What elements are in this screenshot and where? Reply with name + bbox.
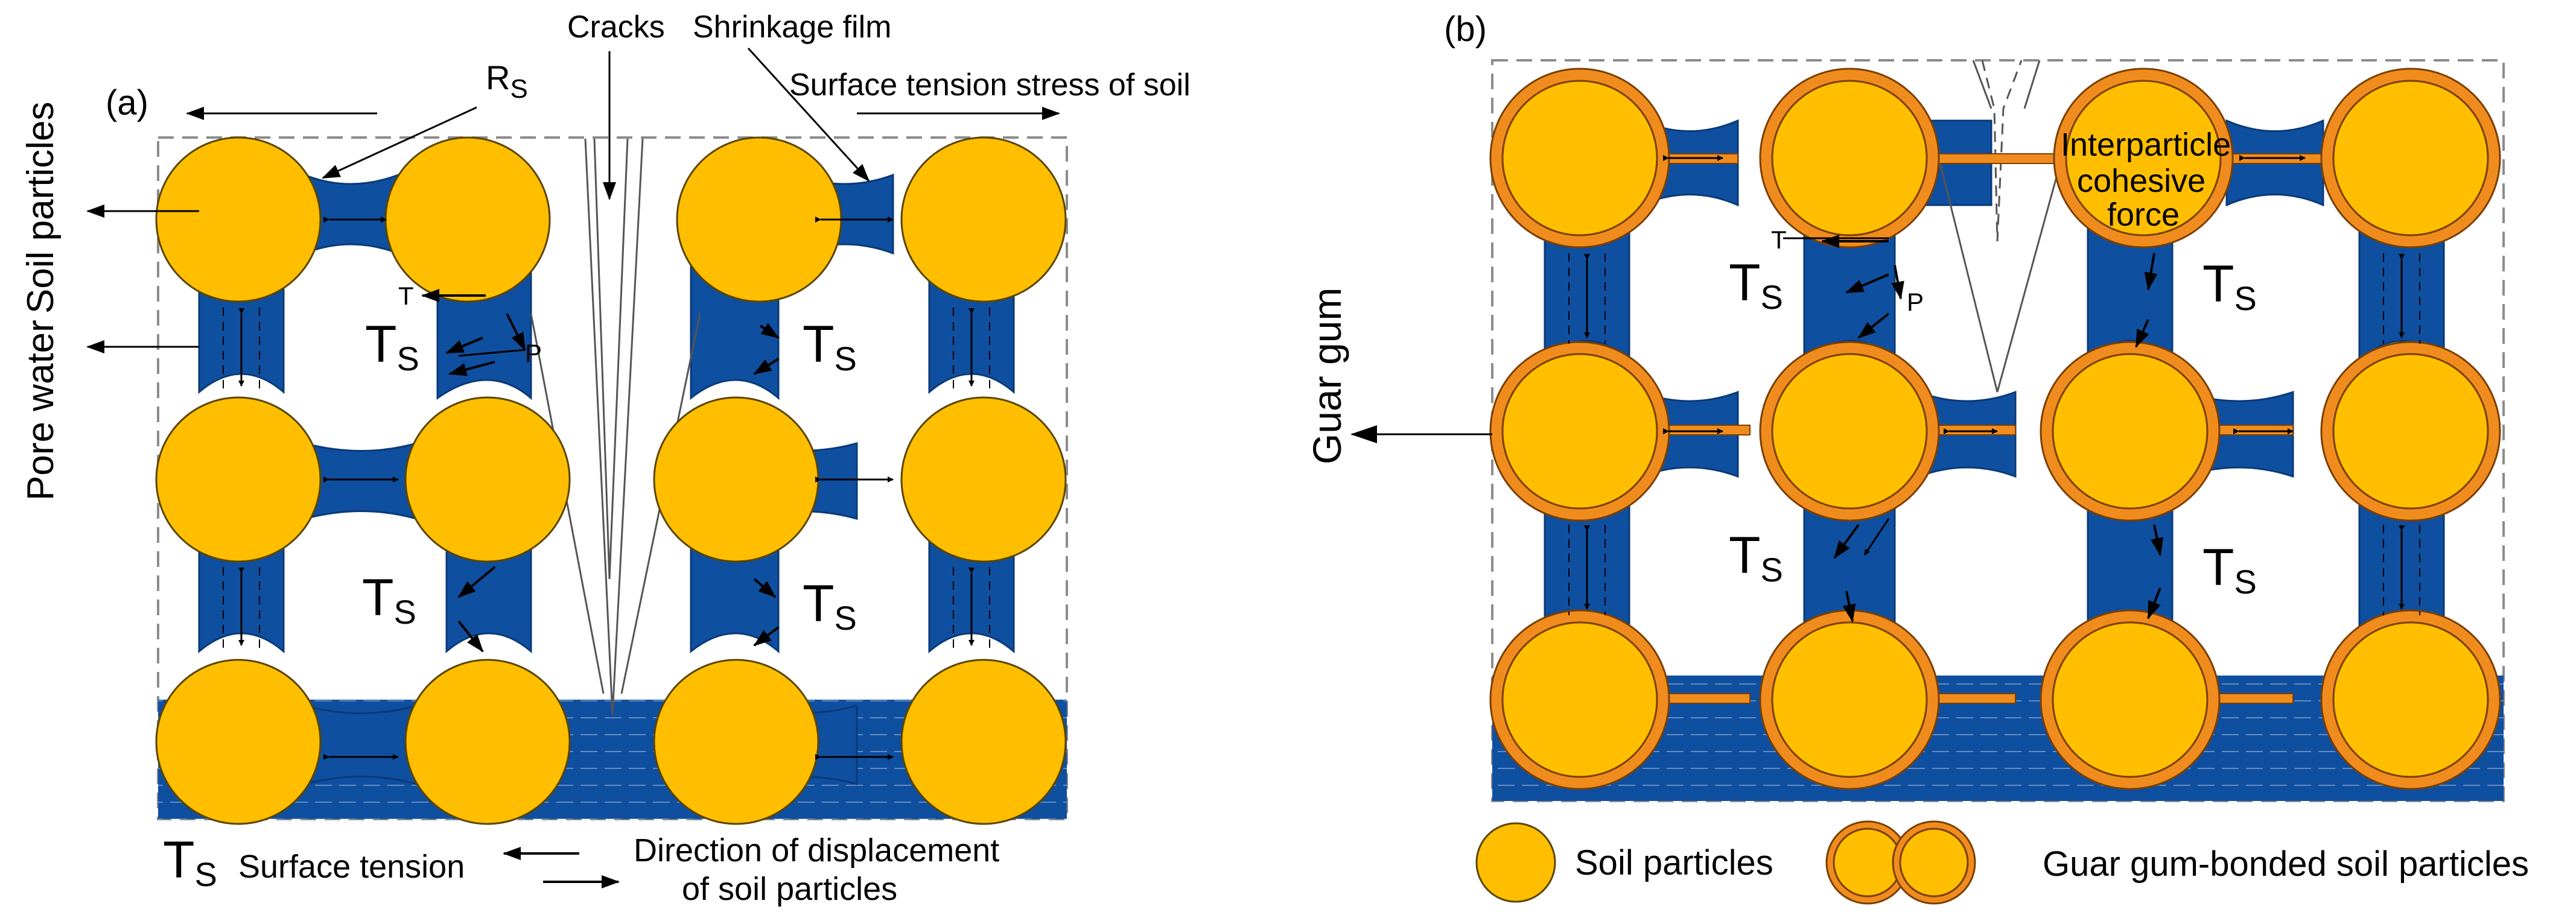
ts-label-b4: TS: [2202, 539, 2257, 601]
bonded-particle: [2040, 341, 2221, 522]
soil-particle: [900, 659, 1067, 825]
tension-arrows-a: [238, 217, 975, 760]
bonded-particle: [2053, 68, 2234, 248]
bonded-particle: [2320, 609, 2501, 790]
p-label-a: P: [525, 339, 542, 367]
panel-a: (a) Cracks Shrinkage film Surface tensio…: [20, 10, 1191, 825]
soil-particles-label-a: Soil particles: [20, 102, 62, 314]
force-arrows-b: [1821, 235, 2164, 622]
surface-tension-stress-label: Surface tension stress of soil: [789, 68, 1191, 103]
ts-label-a3: TS: [362, 569, 416, 631]
crack-b: [1936, 60, 2065, 393]
ts-label-a4: TS: [803, 575, 857, 637]
t-label-b: T: [1771, 226, 1787, 254]
cohesive-force-label-1: Interparticle: [2061, 127, 2231, 163]
legend-bonded-icon: [1825, 820, 1976, 905]
bonded-particle: [1759, 609, 1940, 790]
legend-guar-bonded: Guar gum-bonded soil particles: [2043, 844, 2529, 884]
rs-label: RS: [486, 59, 528, 104]
soil-particle: [653, 659, 819, 825]
guar-gum-label: Guar gum: [1305, 288, 1349, 464]
cohesive-force-label-2: cohesive: [2077, 163, 2206, 199]
legend-surface-tension: Surface tension: [238, 849, 465, 885]
bonded-particle: [2320, 341, 2501, 522]
ts-label-b2: TS: [2202, 255, 2257, 317]
legend-displacement-1: Direction of displacement: [634, 832, 999, 869]
callout-lines-a: [86, 47, 1060, 357]
ts-label-b3: TS: [1729, 527, 1783, 589]
legend-soil-particles: Soil particles: [1575, 843, 1773, 882]
meniscus-a-bottom: [513, 676, 694, 700]
callout-lines-b: [1350, 237, 1889, 443]
soil-particles-b: [1489, 68, 2501, 790]
bonded-particle: [2320, 68, 2501, 248]
ts-label-a1: TS: [365, 315, 419, 378]
soil-particle: [676, 136, 842, 303]
panel-b: (b) Guar gum Interparticle cohesive forc…: [1305, 10, 2505, 802]
legend-displacement-2: of soil particles: [682, 871, 897, 907]
bonded-particle: [1489, 341, 1670, 522]
t-label-a: T: [398, 282, 414, 310]
soil-particle: [404, 659, 571, 825]
soil-particle: [900, 396, 1067, 563]
ts-label-a2: TS: [803, 315, 857, 378]
soil-particle: [900, 136, 1067, 303]
panel-b-label: (b): [1444, 10, 1487, 49]
soil-particle: [653, 396, 819, 563]
soil-particle: [155, 136, 322, 303]
bonded-particle: [1759, 68, 1940, 248]
dashed-lines-b: [1568, 253, 2420, 615]
ts-label-b1: TS: [1729, 254, 1783, 316]
bonded-particle: [1759, 341, 1940, 522]
shrinkage-film-label: Shrinkage film: [693, 10, 891, 45]
panel-a-label: (a): [106, 83, 148, 122]
bonded-particle: [1489, 68, 1670, 248]
guar-bonds-b: [1641, 153, 2324, 704]
bonded-particle: [1489, 609, 1670, 790]
cracks-label: Cracks: [567, 10, 665, 45]
pore-water-label: Pore water: [20, 320, 62, 501]
legend-soil-particle-icon: [1475, 822, 1556, 903]
soil-particle: [404, 396, 571, 563]
legend-ts-symbol: TS: [163, 831, 217, 893]
cohesive-force-label-3: force: [2107, 197, 2180, 233]
soil-particle: [155, 659, 322, 825]
soil-particle: [155, 396, 322, 563]
soil-particles-a: [155, 136, 1067, 825]
tension-arrows-b: [1584, 155, 2405, 610]
legend: TS Surface tension Direction of displace…: [163, 820, 2529, 907]
bonded-particle: [2040, 609, 2221, 790]
soil-particle: [384, 136, 551, 303]
p-label-b: P: [1907, 288, 1924, 316]
